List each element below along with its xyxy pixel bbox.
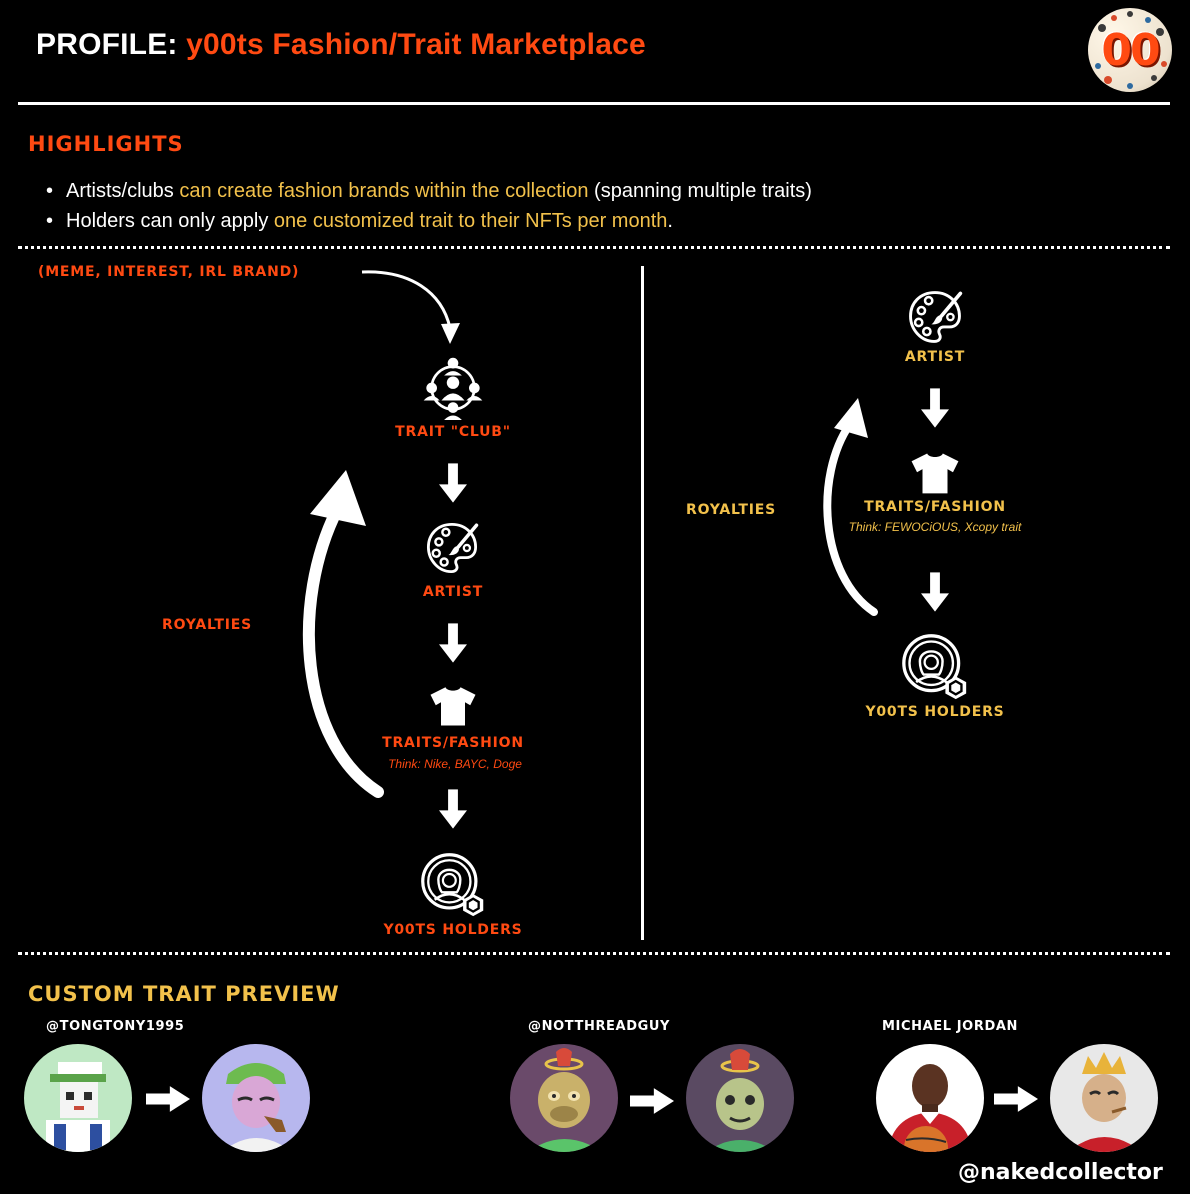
traits-fashion-label: TRAITS/FASHION <box>864 499 1006 515</box>
avatar-before <box>876 1044 984 1152</box>
player-photo-icon <box>888 1064 972 1152</box>
traits-examples: Think: FEWOCiOUS, Xcopy trait <box>848 520 1022 534</box>
curved-arrow-icon <box>823 398 878 616</box>
down-arrow-icon <box>439 456 467 510</box>
user-badge-icon <box>901 633 969 701</box>
pixel-character-icon <box>46 1062 110 1152</box>
artist-label: ARTIST <box>904 349 966 365</box>
down-arrow-icon <box>439 616 467 670</box>
creator-handle: @TONGTONY1995 <box>46 1019 185 1034</box>
palette-icon <box>906 288 964 346</box>
y00t-character-icon <box>706 1049 776 1152</box>
avatar-after <box>686 1044 794 1152</box>
logo-text: 00 <box>1101 24 1160 76</box>
community-icon <box>421 356 485 420</box>
y00ts-logo: 00 <box>1088 8 1172 92</box>
royalties-label: ROYALTIES <box>686 502 777 518</box>
tshirt-icon <box>910 450 960 496</box>
highlight-item: Artists/clubs can create fashion brands … <box>44 176 812 206</box>
logo-pattern-icon <box>1095 11 1167 89</box>
highlights-list: Artists/clubs can create fashion brands … <box>44 176 812 236</box>
curved-arrow-icon <box>361 270 460 344</box>
avatar-before <box>24 1044 132 1152</box>
avatar-before <box>510 1044 618 1152</box>
user-badge-icon <box>420 852 486 918</box>
y00t-character-icon <box>222 1063 292 1152</box>
author-handle: @nakedcollector <box>958 1160 1163 1185</box>
highlight-text: Artists/clubs <box>66 180 180 202</box>
holders-label: Y00TS HOLDERS <box>865 704 1005 720</box>
title-prefix: PROFILE: <box>36 28 187 61</box>
highlight-emphasis: one customized trait to their NFTs per m… <box>273 210 668 232</box>
diagram-separator <box>641 266 644 940</box>
highlight-text: Holders can only apply <box>66 210 274 232</box>
ape-character-icon <box>528 1048 602 1152</box>
title-accent: y00ts Fashion/Trait Marketplace <box>186 28 646 61</box>
down-arrow-icon <box>921 563 949 621</box>
highlights-heading: HIGHLIGHTS <box>28 132 184 156</box>
preview-heading: CUSTOM TRAIT PREVIEW <box>28 982 340 1006</box>
y00t-character-icon <box>1068 1052 1142 1152</box>
header-divider <box>18 102 1170 105</box>
avatar-after <box>202 1044 310 1152</box>
artist-label: ARTIST <box>422 584 484 600</box>
highlight-item: Holders can only apply one customized tr… <box>44 206 812 236</box>
avatar-after <box>1050 1044 1158 1152</box>
right-arrow-icon <box>994 1086 1038 1112</box>
page-title: PROFILE: y00ts Fashion/Trait Marketplace <box>36 28 646 62</box>
creator-handle: @NOTTHREADGUY <box>528 1019 671 1034</box>
right-arrow-icon <box>630 1088 674 1114</box>
down-arrow-icon <box>921 380 949 436</box>
highlight-emphasis: can create fashion brands within the col… <box>179 180 589 202</box>
highlight-text: . <box>667 210 673 232</box>
section-divider <box>18 246 1170 249</box>
trait-club-label: TRAIT "CLUB" <box>395 424 511 440</box>
highlight-text: (spanning multiple traits) <box>588 180 812 202</box>
royalties-label: ROYALTIES <box>162 617 253 633</box>
tshirt-icon <box>429 684 477 728</box>
holders-label: Y00TS HOLDERS <box>383 922 523 938</box>
curved-arrow-icon <box>302 470 384 798</box>
traits-examples: Think: Nike, BAYC, Doge <box>388 757 522 771</box>
source-note: (MEME, INTEREST, IRL BRAND) <box>38 264 300 280</box>
palette-icon <box>424 520 480 576</box>
traits-fashion-label: TRAITS/FASHION <box>382 735 524 751</box>
creator-handle: MICHAEL JORDAN <box>882 1019 1018 1034</box>
section-divider <box>18 952 1170 955</box>
down-arrow-icon <box>439 782 467 836</box>
right-arrow-icon <box>146 1086 190 1112</box>
